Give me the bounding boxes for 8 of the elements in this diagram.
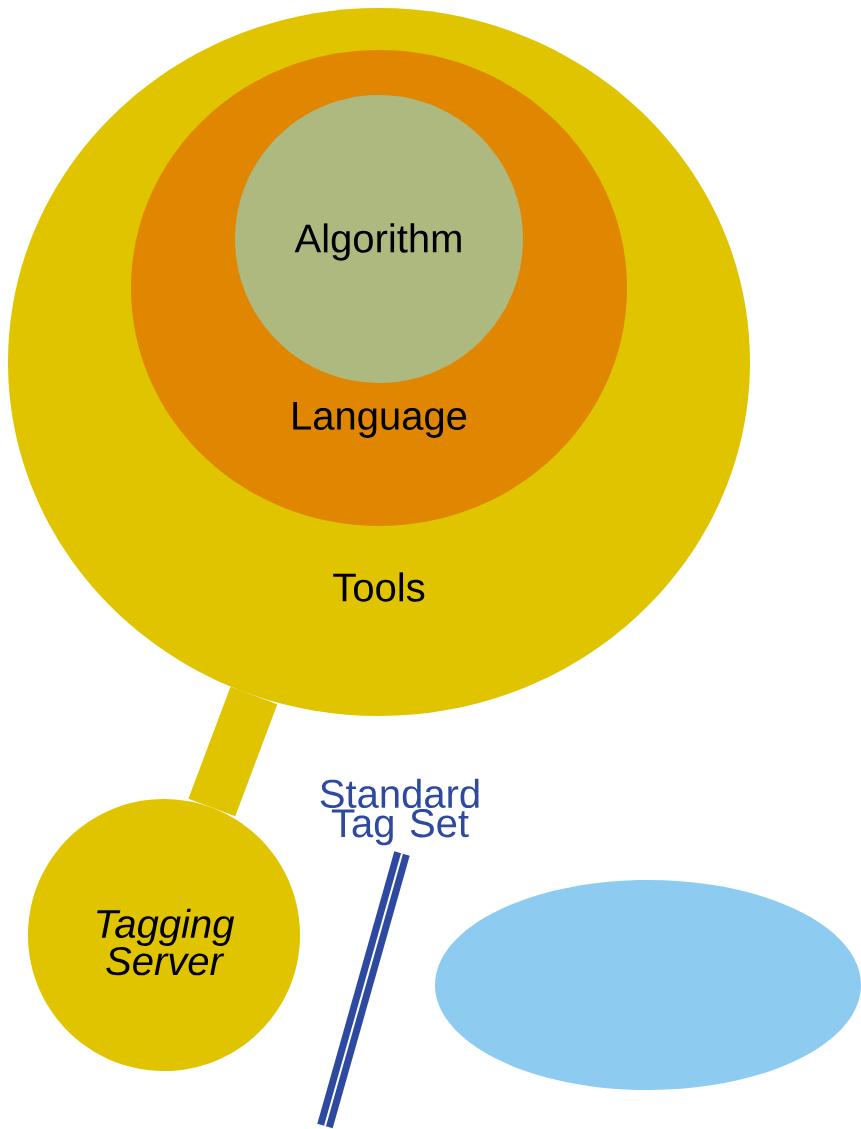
label: Tools: [333, 572, 425, 602]
label: Algorithm: [294, 223, 461, 261]
connector: [317, 851, 410, 1129]
connector: [188, 686, 278, 817]
ellipse: [435, 880, 861, 1090]
label: Language: [293, 402, 467, 438]
label: Tagging Server: [97, 908, 235, 976]
label: Standard Tag Set: [320, 778, 479, 846]
